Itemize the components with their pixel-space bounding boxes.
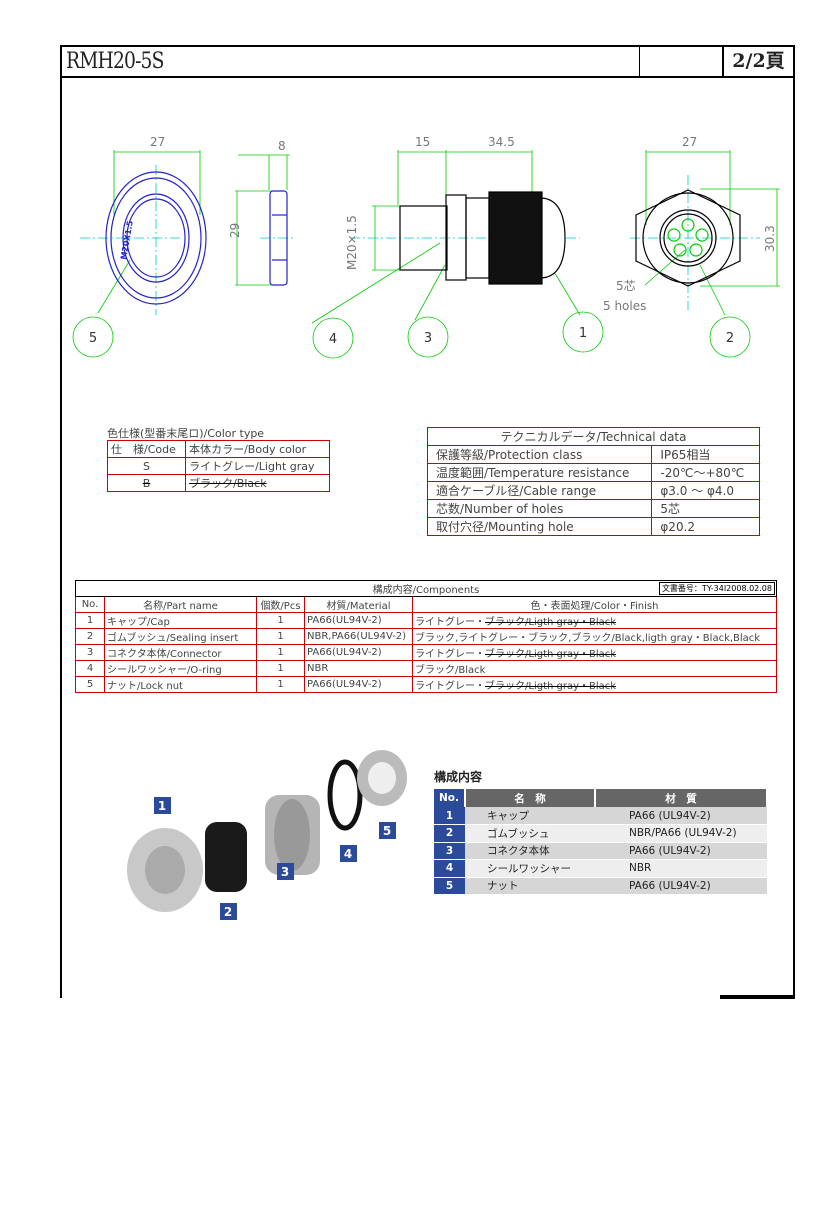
balloon-1: 1: [579, 326, 587, 341]
tech-label: 芯数/Number of holes: [426, 499, 653, 518]
tech-value: IP65相当: [651, 445, 760, 464]
drawing-title: RMH20-5S: [66, 49, 164, 74]
tech-label: 取付穴径/Mounting hole: [426, 517, 653, 536]
tech-value: 5芯: [651, 499, 760, 518]
dim-thread-length: 15: [415, 135, 430, 149]
sealing-insert-part: [205, 822, 247, 892]
technical-title: テクニカルデータ/Technical data: [427, 427, 760, 446]
lock-nut-views: [105, 171, 288, 305]
dim-front-height: 30.3: [763, 225, 777, 252]
o-ring-part: [327, 759, 363, 831]
photo-label-3: 3: [281, 865, 289, 879]
dim-nut-height: 29: [228, 223, 242, 238]
photo-label-5: 5: [383, 824, 391, 838]
dim-thread-spec: M20×1.5: [345, 215, 359, 270]
balloon-5: 5: [89, 331, 97, 346]
page-number: 2/2頁: [722, 47, 793, 76]
dimension-labels: 27 8 29 15 34.5 M20×1.5 27 30.3 5芯 5 hol…: [119, 135, 777, 313]
drawing-frame: RMH20-5S 2/2頁: [60, 45, 795, 998]
gland-front-view: [635, 189, 741, 287]
tech-value: φ3.0 ～ φ4.0: [651, 481, 760, 500]
exploded-product-photo: 1 2 3 4 5: [127, 750, 407, 920]
tech-value: -20℃～+80℃: [651, 463, 760, 482]
gland-side-view: [399, 191, 566, 285]
header-code: 仕 様/Code: [106, 440, 187, 458]
header-pcs: 個数/Pcs: [256, 596, 305, 613]
photo-label-1: 1: [158, 799, 166, 813]
part-balloons: 5 4 3 1 2: [89, 326, 734, 347]
dim-body-length: 34.5: [488, 135, 515, 149]
title-cell-divider: [639, 47, 640, 76]
document-number: 文書番号：TY-34I2008.02.08: [658, 582, 775, 595]
technical-data-table: テクニカルデータ/Technical data 保護等級/Protection …: [426, 427, 760, 536]
dim-front-width: 27: [682, 135, 697, 149]
tech-label: 温度範囲/Temperature resistance: [426, 463, 653, 482]
color-b: ブラック/Black: [185, 474, 330, 492]
photo-label-2: 2: [224, 905, 232, 919]
components-table: 構成内容/Components 文書番号：TY-34I2008.02.08 No.…: [75, 580, 777, 693]
header-material: 材質/Material: [304, 596, 413, 613]
header-color-finish: 色・表面処理/Color・Finish: [412, 596, 777, 613]
tech-label: 適合ケーブル径/Cable range: [426, 481, 653, 500]
frame-bottom-bar: [720, 995, 795, 999]
balloon-2: 2: [726, 331, 734, 346]
photo-label-4: 4: [344, 847, 352, 861]
dimension-lines: [72, 150, 780, 359]
color-type-caption: 色仕様(型番末尾ロ)/Color type: [107, 427, 265, 440]
code-b: B: [106, 474, 187, 492]
balloon-3: 3: [424, 331, 432, 346]
parts-summary-title: 構成内容: [434, 770, 483, 784]
header-part-name: 名称/Part name: [104, 596, 257, 613]
components-title: 構成内容/Components: [372, 585, 480, 596]
header-name: 名 称: [465, 789, 596, 807]
header-no: No.: [75, 596, 105, 613]
holes-label-jp: 5芯: [616, 279, 636, 293]
dim-nut-width: 27: [150, 135, 165, 149]
header-body-color: 本体カラー/Body color: [185, 440, 330, 458]
header-no: No.: [434, 789, 466, 807]
code-s: S: [106, 457, 187, 475]
color-s: ライトグレー/Light gray: [185, 457, 330, 475]
tech-value: φ20.2: [651, 517, 760, 536]
nut-marking: M20X1.5: [119, 220, 135, 261]
header-material: 材 質: [595, 789, 768, 807]
tech-label: 保護等級/Protection class: [426, 445, 653, 464]
technical-drawing: 27 8 29 15 34.5 M20×1.5 27 30.3 5芯 5 hol…: [72, 135, 780, 359]
title-block: RMH20-5S 2/2頁: [62, 47, 793, 78]
balloon-4: 4: [329, 332, 337, 347]
center-lines: [80, 165, 760, 315]
dim-nut-thickness: 8: [278, 139, 286, 153]
holes-label-en: 5 holes: [603, 299, 646, 313]
